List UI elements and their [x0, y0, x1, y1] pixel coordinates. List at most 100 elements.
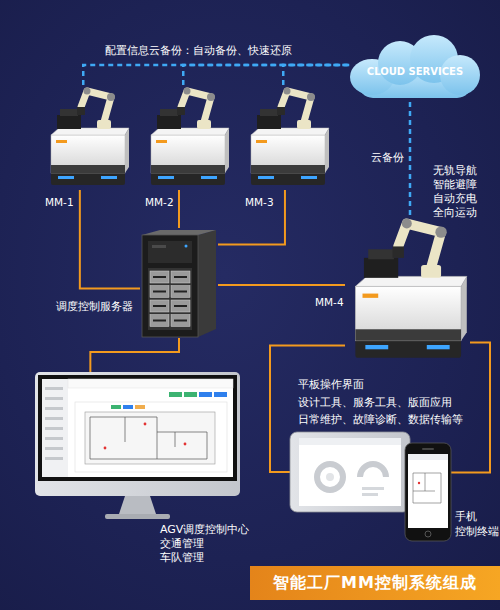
ui-menu-item: [45, 407, 63, 410]
gripper: [393, 246, 404, 257]
arm-joint: [402, 219, 412, 229]
node-label: MM-4: [315, 295, 344, 309]
robot-band: [355, 329, 461, 340]
robot-body: [251, 135, 325, 173]
robot-top: [251, 128, 329, 135]
status-light: [158, 176, 174, 179]
monitor-bezel: [38, 375, 237, 481]
ui-topbar: [408, 454, 448, 460]
drive-bay: [171, 300, 190, 312]
control-link: [218, 190, 285, 245]
ui-button: [214, 392, 227, 397]
drive-bay: [150, 286, 169, 298]
map-walls: [90, 417, 207, 459]
node-note: 交通管理: [160, 537, 204, 551]
monitor-frame: [35, 372, 240, 496]
drive-bay: [150, 315, 169, 327]
gripper: [77, 107, 85, 115]
robot-logo: [363, 294, 379, 298]
feature-label: 无轨导航: [433, 163, 477, 177]
ui-button: [184, 392, 197, 397]
ui-button: [135, 405, 145, 409]
node-note: 设计工具、服务工具、版面应用: [298, 395, 452, 409]
robot-arm: [398, 224, 441, 268]
server-front: [142, 235, 198, 337]
illustration: [45, 85, 130, 190]
ui-topbar: [299, 438, 401, 445]
ui-button: [123, 405, 133, 409]
drive-bay: [171, 271, 190, 283]
control-link: [178, 190, 180, 228]
ui-menu-item: [45, 437, 63, 440]
ui-button: [199, 392, 212, 397]
tablet-screen: [299, 438, 401, 506]
server-side: [198, 230, 216, 337]
server-panel: [148, 241, 192, 263]
node-label: AGV调度控制中心: [160, 523, 249, 537]
node-note: 控制终端: [455, 524, 499, 538]
backup-note: 配置信息云备份：自动备份、快速还原: [105, 44, 292, 58]
map-robot: [144, 423, 147, 426]
robot-node: MM-2: [145, 85, 230, 190]
robot-body: [355, 286, 461, 340]
ui-button: [169, 392, 182, 397]
ui-topbar: [68, 379, 233, 388]
ui-panel: [75, 402, 227, 472]
drive-handle: [153, 291, 166, 293]
illustration: [35, 372, 240, 522]
robot-logo: [156, 140, 167, 143]
drive-handle: [153, 320, 166, 322]
phone-speaker: [422, 448, 434, 450]
robot-node: MM-4: [345, 215, 470, 365]
ui-menu-item: [45, 387, 63, 390]
feature-label: 自动充电: [433, 191, 477, 205]
status-light: [427, 345, 450, 349]
robot-band: [51, 165, 125, 173]
robot-side: [461, 276, 467, 340]
illustration: [405, 443, 451, 541]
illustration: [290, 432, 410, 512]
arm-joint: [107, 93, 115, 101]
monitor-foot: [105, 514, 170, 519]
tablet-node: 平板操作界面设计工具、服务工具、版面应用日常维护、故障诊断、数据传输等: [290, 432, 410, 512]
robot-arm: [81, 91, 111, 122]
node-label: MM-3: [245, 195, 274, 209]
control-link: [80, 190, 140, 289]
status-light: [258, 176, 274, 179]
drive-handle: [174, 305, 187, 307]
robot-body: [151, 135, 225, 173]
tool-tray: [260, 109, 278, 116]
robot-band: [151, 165, 225, 173]
ui-bar: [362, 493, 378, 496]
node-note: 车队管理: [160, 551, 204, 565]
drive-bay: [150, 300, 169, 312]
backup-link: [83, 65, 350, 85]
ui-bar: [362, 487, 384, 490]
control-link: [451, 343, 490, 473]
node-label: 手机: [455, 509, 477, 523]
drive-handle: [174, 291, 187, 293]
robot-top: [151, 128, 229, 135]
ui-menu-item: [45, 417, 63, 420]
phone-body: [405, 443, 451, 541]
tool-stand: [257, 115, 281, 129]
robot-side: [325, 128, 329, 173]
drive-handle: [153, 305, 166, 307]
backup-link: [283, 65, 350, 85]
feature-label: 全向运动: [433, 205, 477, 219]
status-light: [365, 345, 388, 349]
status-light: [58, 176, 74, 179]
phone-node: 手机控制终端: [405, 443, 451, 541]
ui-menu-item: [45, 447, 63, 450]
server-node: 调度控制服务器: [140, 228, 218, 338]
ui-menu-item: [45, 427, 63, 430]
monitor-screen: [42, 379, 233, 477]
robot-node: MM-1: [45, 85, 130, 190]
drive-handle: [174, 276, 187, 278]
phone-screen: [408, 454, 448, 528]
backup-link: [409, 100, 412, 215]
arm-joint: [84, 88, 91, 95]
drive-handle: [174, 320, 187, 322]
status-light: [201, 176, 217, 179]
